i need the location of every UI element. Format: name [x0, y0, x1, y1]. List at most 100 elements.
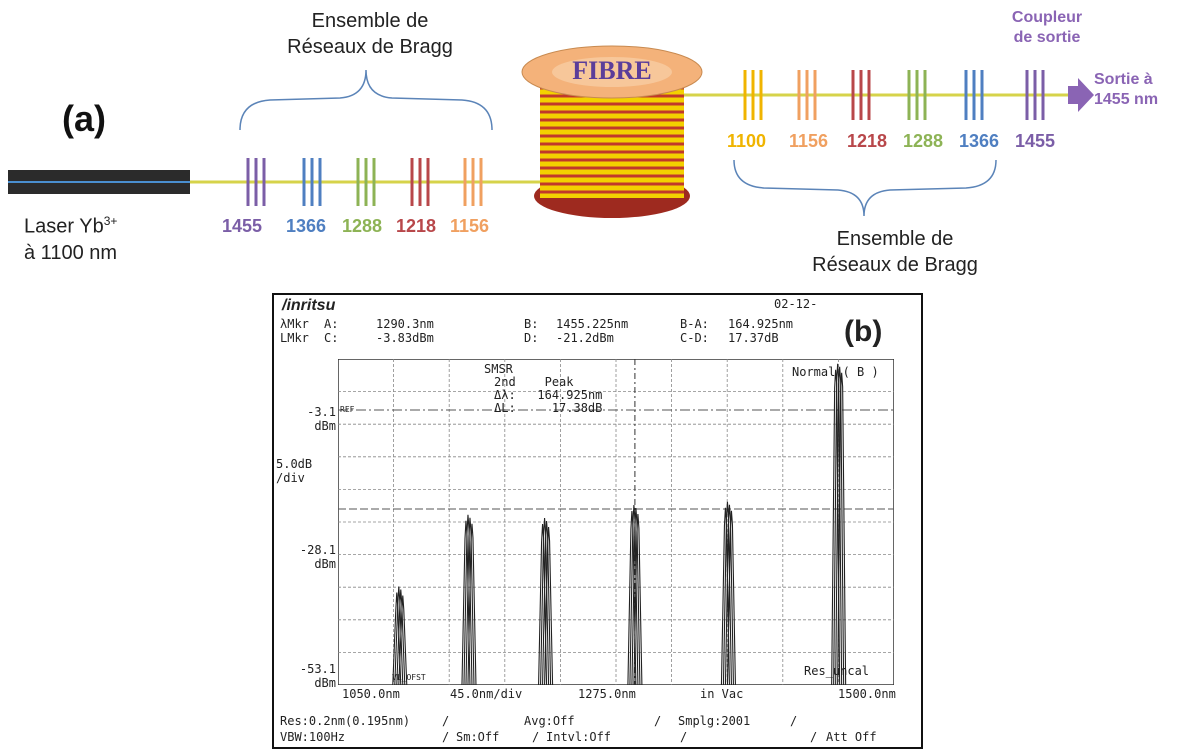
marker-a-key: A:: [324, 317, 339, 331]
bragg-grating-1-1218: [410, 158, 430, 206]
panel-a-diagram: [8, 45, 1094, 218]
y-label-top: -3.1 dBm: [286, 405, 336, 433]
spectrum-peak: [720, 501, 736, 685]
laser-label-sup: 3+: [103, 214, 118, 228]
smsr-dl-value: 164.925nm: [537, 388, 603, 402]
marker-a-value: 1290.3nm: [376, 317, 434, 331]
bragg-group-2-title-line1: Ensemble de: [836, 228, 954, 250]
smsr-dL-key: ΔL:: [494, 401, 516, 415]
y-label-mid-value: -28.1: [299, 543, 336, 557]
bragg-grating-2-1100: [743, 70, 763, 120]
spectrum-peak: [538, 518, 554, 685]
output-label-line2: 1455 nm: [1094, 91, 1159, 108]
x-center-label: 1275.0nm: [578, 687, 636, 701]
smsr-col1: 2nd: [494, 375, 516, 389]
bragg-group-1-label-1366: 1366: [286, 216, 327, 236]
bragg-group-1-label-1156: 1156: [450, 216, 490, 236]
smsr-col2: Peak: [544, 375, 574, 389]
bragg-group-2-label-1218: 1218: [847, 131, 888, 151]
marker-cd-value: 17.37dB: [728, 331, 779, 345]
panel-b-label: (b): [844, 315, 883, 348]
smsr-box: SMSR 2nd Peak Δλ: 164.925nm ΔL: 17.38dB: [484, 363, 602, 415]
bragg-grating-2-1366: [964, 70, 984, 120]
laser-label-line1: Laser Yb: [24, 215, 104, 238]
footer-vbw: VBW:100Hz: [280, 730, 346, 744]
spectrum-peak: [627, 505, 643, 685]
x-medium-label: in Vac: [700, 687, 744, 701]
date-label: 02-12-: [774, 297, 818, 311]
marker-cd-key: C-D:: [680, 331, 709, 345]
smsr-dl-key: Δλ:: [494, 388, 516, 402]
bragg-group-1-title-line2: Réseaux de Bragg: [287, 36, 453, 58]
x-start-label: 1050.0nm: [342, 687, 400, 701]
output-label-line1: Sortie à: [1094, 71, 1153, 88]
bragg-grating-2-1156: [797, 70, 817, 120]
x-end-label: 1500.0nm: [838, 687, 896, 701]
marker-ba-value: 164.925nm: [728, 317, 794, 331]
bragg-grating-1-1366: [302, 158, 322, 206]
bragg-group-1-labels: 1455 1366 1288 1218 1156: [222, 216, 502, 240]
marker-d-value: -21.2dBm: [556, 331, 614, 345]
ref-tag: REF: [340, 405, 355, 414]
bragg-group-1-label-1455: 1455: [222, 216, 263, 236]
footer-smplg: Smplg:2001: [678, 714, 751, 728]
fiber-spool-icon: [521, 45, 703, 218]
marker-b-key: B:: [524, 317, 539, 331]
output-coupler-label: 1455: [1015, 131, 1056, 151]
output-coupler-title: Coupleur de sortie: [1002, 8, 1092, 48]
bragg-group-2-label-1366: 1366: [959, 131, 1000, 151]
marker-c-value: -3.83dBm: [376, 331, 434, 345]
bragg-grating-2-1218: [851, 70, 871, 120]
footer-avg: Avg:Off: [524, 714, 575, 728]
output-arrow-icon: [1068, 78, 1094, 112]
bragg-grating-1-1288: [356, 158, 376, 206]
bragg-group-1-brace: [239, 69, 493, 131]
laser-label-line2: à 1100 nm: [24, 241, 118, 264]
lambda-marker-key: λMkr: [280, 317, 309, 331]
marker-d-key: D:: [524, 331, 539, 345]
mode-label: Normal ( B ): [792, 365, 879, 379]
x-span-label: 45.0nm/div: [450, 687, 523, 701]
bragg-group-2-title: Ensemble de Réseaux de Bragg: [760, 226, 1030, 278]
bragg-group-1-label-1288: 1288: [342, 216, 383, 236]
brand-logo: /inritsu: [282, 297, 336, 314]
bragg-grating-2-1288: [907, 70, 927, 120]
output-coupler-title-line1: Coupleur: [1011, 9, 1083, 26]
footer-sm: Sm:Off: [456, 730, 500, 744]
y-label-mid-unit: dBm: [314, 557, 336, 571]
bragg-group-2-label-1156: 1156: [789, 131, 829, 151]
smsr-title: SMSR: [484, 362, 513, 376]
output-coupler-grating: [1025, 70, 1045, 120]
laser-label: Laser Yb3+ à 1100 nm: [24, 208, 117, 266]
level-marker-key: LMkr: [280, 331, 309, 345]
bragg-group-2-brace: [733, 159, 997, 217]
y-scale-unit: /div: [276, 471, 305, 485]
fiber-label: FIBRE: [572, 56, 652, 85]
y-label-mid: -28.1 dBm: [286, 543, 336, 571]
y-label-top-unit: dBm: [314, 419, 336, 433]
bragg-grating-1-1455: [246, 158, 266, 206]
spectrum-peak: [392, 586, 408, 685]
spectrum-plot: [338, 359, 894, 685]
bragg-group-1-title-line1: Ensemble de: [311, 10, 429, 32]
y-label-bottom: -53.1 dBm: [286, 662, 336, 690]
y-label-bottom-value: -53.1: [299, 662, 336, 676]
bragg-group-1-label-1218: 1218: [396, 216, 437, 236]
marker-c-key: C:: [324, 331, 339, 345]
panel-a-label: (a): [62, 98, 106, 139]
vl-ofst-tag: VL_OFST: [392, 673, 426, 682]
output-label: Sortie à 1455 nm: [1094, 70, 1158, 110]
y-label-top-value: -3.1: [307, 405, 336, 419]
output-coupler-title-line2: de sortie: [1013, 29, 1081, 46]
bragg-group-2-label-1288: 1288: [903, 131, 944, 151]
x-axis-labels: 1050.0nm 45.0nm/div 1275.0nm in Vac 1500…: [338, 687, 921, 703]
footer-res: Res:0.2nm(0.195nm): [280, 714, 411, 728]
y-scale-value: 5.0dB: [276, 457, 313, 471]
bragg-group-2-title-line2: Réseaux de Bragg: [812, 254, 978, 276]
y-scale-label: 5.0dB /div: [276, 457, 312, 485]
bragg-group-1-title: Ensemble de Réseaux de Bragg: [230, 8, 510, 60]
bragg-group-2-labels: 1100 1156 1218 1288 1366 1455: [727, 131, 1067, 155]
y-label-bottom-unit: dBm: [314, 676, 336, 690]
marker-ba-key: B-A:: [680, 317, 709, 331]
footer-intvl: Intvl:Off: [546, 730, 612, 744]
